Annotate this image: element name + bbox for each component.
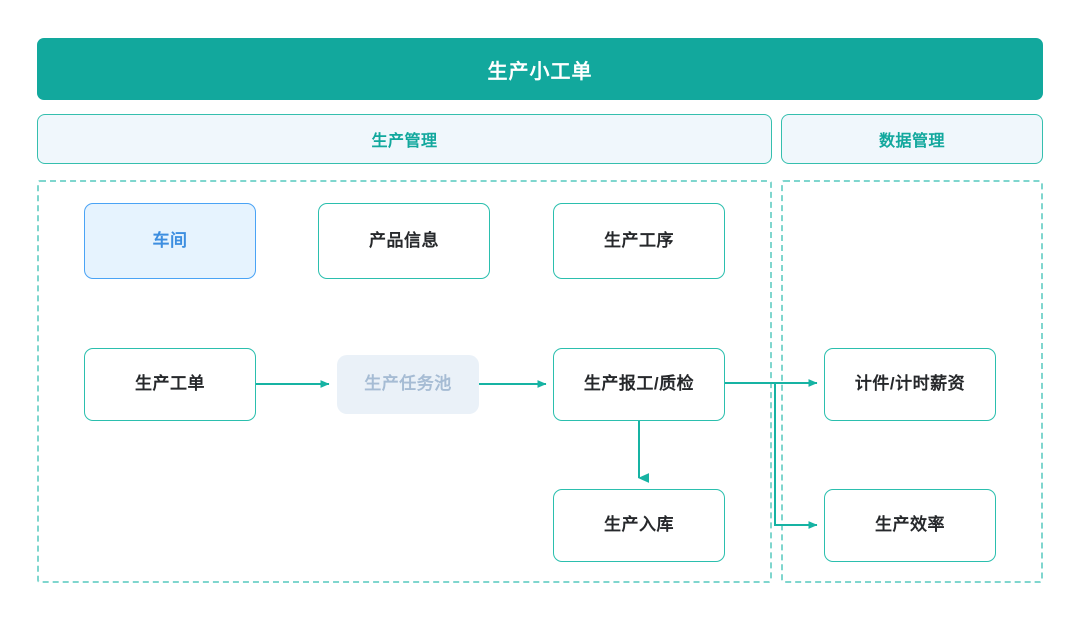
panel-data-management	[781, 180, 1043, 583]
node-label: 产品信息	[369, 230, 439, 250]
node-label: 生产效率	[875, 515, 945, 535]
node-production-task-pool[interactable]: 生产任务池	[337, 355, 479, 414]
page-title: 生产小工单	[487, 60, 593, 83]
node-label: 生产任务池	[364, 374, 452, 394]
node-label: 生产工序	[604, 230, 674, 250]
node-label: 生产工单	[135, 374, 205, 394]
node-piecework-hourly-salary[interactable]: 计件/计时薪资	[824, 348, 996, 421]
node-label: 生产入库	[604, 515, 674, 535]
section-label: 生产管理	[371, 133, 438, 150]
diagram-title-bar: 生产小工单	[37, 38, 1043, 100]
node-product-info[interactable]: 产品信息	[318, 203, 490, 279]
node-workshop[interactable]: 车间	[84, 203, 256, 279]
panel-production-management	[37, 180, 772, 583]
node-label: 计件/计时薪资	[854, 374, 966, 394]
node-production-process[interactable]: 生产工序	[553, 203, 725, 279]
section-header-production-management: 生产管理	[37, 114, 772, 164]
node-label: 车间	[152, 230, 188, 250]
node-production-report-and-qc[interactable]: 生产报工/质检	[553, 348, 725, 421]
section-header-data-management: 数据管理	[781, 114, 1043, 164]
node-label: 生产报工/质检	[583, 374, 695, 394]
section-label: 数据管理	[878, 133, 945, 150]
node-production-efficiency[interactable]: 生产效率	[824, 489, 996, 562]
node-production-work-order[interactable]: 生产工单	[84, 348, 256, 421]
node-production-warehousing[interactable]: 生产入库	[553, 489, 725, 562]
